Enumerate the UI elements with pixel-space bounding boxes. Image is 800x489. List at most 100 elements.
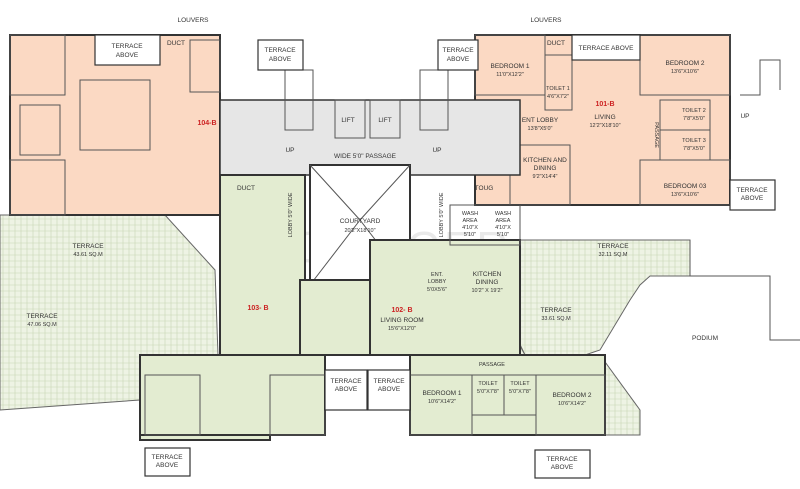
label-terrace: TERRACE bbox=[264, 47, 296, 54]
label-terrace: TERRACE bbox=[540, 307, 572, 314]
unit-102 bbox=[369, 239, 521, 356]
label-terrace: TERRACE bbox=[373, 378, 405, 385]
label-above: ABOVE bbox=[551, 464, 574, 471]
label-lobby: LOBBY 5'0" WIDE bbox=[439, 192, 445, 237]
unit-label-103: 103- B bbox=[247, 305, 268, 312]
label-area: AREA bbox=[463, 218, 478, 224]
label-lobby: LOBBY 5'0" WIDE bbox=[288, 192, 294, 237]
label-terrace: TERRACE bbox=[72, 243, 104, 250]
label-room: LIVING ROOM bbox=[380, 317, 423, 324]
label-terrace: TERRACE bbox=[26, 313, 58, 320]
label-up: UP bbox=[740, 113, 749, 120]
label-terrace-above: TERRACE ABOVE bbox=[579, 45, 635, 52]
label-duct: DUCT bbox=[547, 40, 565, 47]
label-passage: PASSAGE bbox=[653, 122, 659, 148]
label-duct: DUCT bbox=[167, 40, 185, 47]
label-room: LOBBY bbox=[428, 279, 447, 285]
label-room: BEDROOM 03 bbox=[664, 183, 707, 190]
label-room: TOILET bbox=[478, 381, 498, 387]
label-up: UP bbox=[285, 147, 294, 154]
label-room: BEDROOM 2 bbox=[552, 392, 591, 399]
label-above: ABOVE bbox=[269, 56, 292, 63]
louvers-left: LOUVERS bbox=[177, 17, 209, 24]
label-up: UP bbox=[432, 147, 441, 154]
label-above: ABOVE bbox=[335, 386, 358, 393]
label-room: ENT LOBBY bbox=[522, 117, 559, 124]
label-dim: 5'0"X7'8" bbox=[477, 389, 499, 395]
label-dim: 12'2"X18'10" bbox=[589, 123, 620, 129]
label-dim: 13'6"X10'6" bbox=[671, 192, 699, 198]
terrace-above-box-3 bbox=[437, 39, 479, 71]
label-room: DINING bbox=[534, 165, 557, 172]
label-area: 47.06 SQ.M bbox=[27, 322, 57, 328]
label-dim: 7'8"X5'0" bbox=[683, 116, 705, 122]
label-terrace: TERRACE bbox=[597, 243, 629, 250]
label-room: TOILET 1 bbox=[546, 86, 570, 92]
label-dim: 4'10"X bbox=[462, 225, 478, 231]
label-dim: 13'8"X5'0" bbox=[528, 126, 553, 132]
label-dim: 13'6"X10'6" bbox=[671, 69, 699, 75]
label-podium: PODIUM bbox=[692, 335, 718, 342]
label-room: KITCHEN AND bbox=[523, 157, 567, 164]
label-dim: 7'8"X5'0" bbox=[683, 146, 705, 152]
podium-outline bbox=[689, 240, 800, 341]
louvers-right: LOUVERS bbox=[530, 17, 562, 24]
label-duct: DUCT bbox=[237, 185, 255, 192]
label-passage: WIDE 5'0" PASSAGE bbox=[334, 153, 397, 160]
label-dim: 10'2" X 19'2" bbox=[471, 288, 502, 294]
label-room: BEDROOM 1 bbox=[422, 390, 461, 397]
label-wash: WASH bbox=[462, 211, 478, 217]
label-room: TOILET 2 bbox=[682, 108, 706, 114]
label-room: DINING bbox=[476, 279, 499, 286]
label-terrace: TERRACE bbox=[546, 456, 578, 463]
label-above: ABOVE bbox=[378, 386, 401, 393]
label-dim: 10'6"X14'2" bbox=[428, 399, 456, 405]
unit-label-104: 104-B bbox=[197, 120, 216, 127]
label-dim: 11'0"X12'2" bbox=[496, 72, 524, 78]
label-area: AREA bbox=[496, 218, 511, 224]
label-passage: PASSAGE bbox=[479, 362, 505, 368]
label-room: KITCHEN bbox=[473, 271, 502, 278]
label-dim: 4'10"X bbox=[495, 225, 511, 231]
terrace-above-box-5 bbox=[729, 179, 776, 211]
label-terrace: TERRACE bbox=[111, 43, 143, 50]
label-dim: 15'6"X12'0" bbox=[388, 326, 416, 332]
terrace-above-box-9 bbox=[534, 449, 591, 479]
label-above: ABOVE bbox=[156, 462, 179, 469]
label-room: BEDROOM 1 bbox=[490, 63, 529, 70]
terrace-above-box-2 bbox=[257, 39, 304, 71]
label-dim: 5'0X5'6" bbox=[427, 287, 447, 293]
label-room: ENT. bbox=[431, 272, 443, 278]
label-dim: 10'6"X14'2" bbox=[558, 401, 586, 407]
label-terrace: TERRACE bbox=[736, 187, 768, 194]
label-lift: LIFT bbox=[341, 117, 354, 124]
unit-label-101: 101-B bbox=[595, 101, 614, 108]
label-room: TOILET bbox=[510, 381, 530, 387]
label-courtyard-dim: 20'2"X18'10" bbox=[344, 228, 375, 234]
terrace-above-box-7 bbox=[367, 369, 411, 411]
label-above: ABOVE bbox=[116, 52, 139, 59]
terrace-above-box-8 bbox=[144, 447, 191, 477]
label-dim: 4'6"X7'2" bbox=[547, 94, 569, 100]
label-room: TOILET 3 bbox=[682, 138, 706, 144]
unit-label-102: 102- B bbox=[391, 307, 412, 314]
label-dim: 9'2"X14'4" bbox=[533, 174, 558, 180]
label-above: ABOVE bbox=[447, 56, 470, 63]
label-terrace: TERRACE bbox=[151, 454, 183, 461]
label-room: BEDROOM 2 bbox=[665, 60, 704, 67]
label-courtyard: COURTYARD bbox=[340, 218, 381, 225]
label-dim: 5'0"X7'8" bbox=[509, 389, 531, 395]
label-area: 33.61 SQ.M bbox=[541, 316, 571, 322]
label-terrace: TERRACE bbox=[442, 47, 474, 54]
label-room: LIVING bbox=[594, 114, 615, 121]
label-wash: WASH bbox=[495, 211, 511, 217]
label-area: 32.11 SQ.M bbox=[599, 252, 628, 258]
terrace-above-box-4 bbox=[571, 34, 641, 61]
stair-right bbox=[740, 59, 781, 96]
label-area: 43.61 SQ.M bbox=[73, 252, 103, 258]
label-dim: 5'10" bbox=[464, 232, 476, 238]
label-lift: LIFT bbox=[378, 117, 391, 124]
label-dim: 5'10" bbox=[497, 232, 509, 238]
label-terrace: TERRACE bbox=[330, 378, 362, 385]
